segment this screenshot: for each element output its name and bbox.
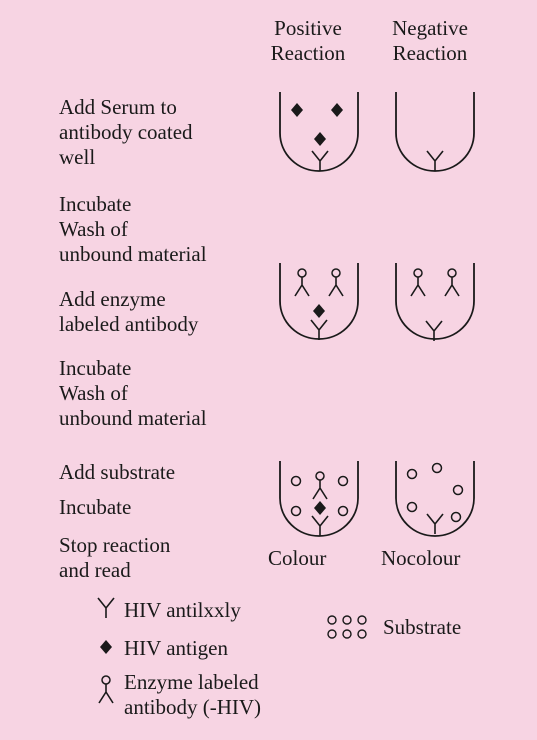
antibody-neg-1 xyxy=(427,151,443,171)
antibody-pos-1 xyxy=(312,151,328,171)
antigen-3 xyxy=(314,132,326,146)
antigen-5 xyxy=(314,501,326,515)
legend-enzyme-icon xyxy=(99,676,113,703)
legend-antibody-icon xyxy=(98,598,114,618)
enzyme-ab-pos-1 xyxy=(295,269,309,296)
enzyme-ab-pos-2 xyxy=(329,269,343,296)
legend-antigen-icon xyxy=(100,640,112,654)
antigen-1 xyxy=(291,103,303,117)
antigen-4 xyxy=(313,304,325,318)
antibody-neg-3 xyxy=(427,514,443,534)
well-negative-1 xyxy=(396,92,474,171)
well-positive-2 xyxy=(280,263,358,339)
enzyme-ab-pos-3 xyxy=(313,472,327,499)
enzyme-ab-neg-2 xyxy=(445,269,459,296)
legend-substrate-icon xyxy=(328,616,366,638)
antigen-2 xyxy=(331,103,343,117)
antibody-pos-3 xyxy=(312,516,328,536)
enzyme-ab-neg-1 xyxy=(411,269,425,296)
well-negative-2 xyxy=(396,263,474,339)
antibody-pos-2 xyxy=(311,320,327,340)
